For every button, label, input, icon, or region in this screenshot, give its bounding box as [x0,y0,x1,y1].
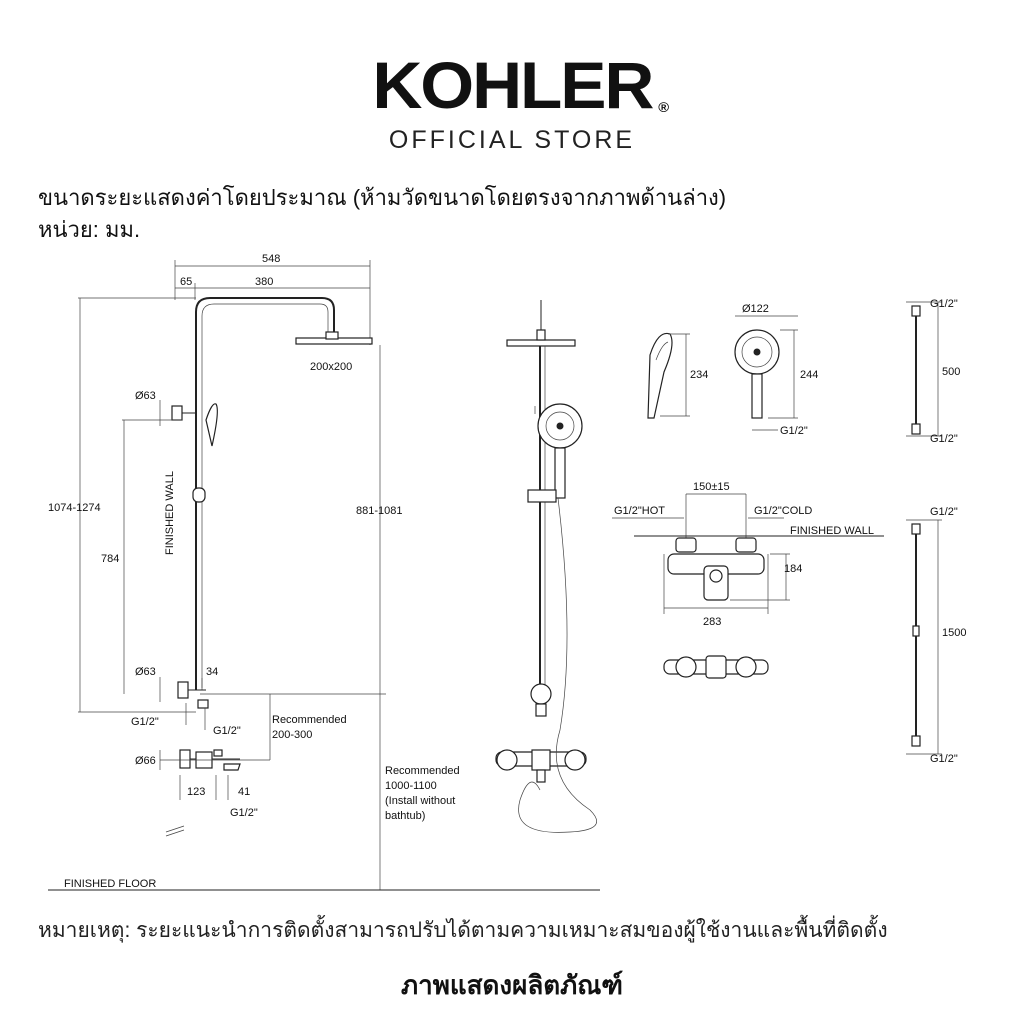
hand-shower-detail: 234 Ø122 244 G1/2" [647,303,818,437]
approx-dimensions-note: ขนาดระยะแสดงค่าโดยประมาณ (ห้ามวัดขนาดโดย… [38,185,727,210]
mixer-detail: 150±15 G1/2"HOT G1/2"COLD FINISHED WALL … [612,481,884,679]
g12-side-a: G1/2" [131,716,159,728]
rec-floor-label: Recommended [385,765,460,777]
side-view: 548 65 380 200x200 Ø63 1074-1274 784 FIN… [48,253,600,891]
dim-phi66: Ø66 [135,755,156,767]
front-view [495,300,597,833]
product-caption: ภาพแสดงผลิตภัณฑ์ [401,970,623,1000]
hose-long-g12-bottom: G1/2" [930,753,958,765]
dim-881: 881-1081 [356,505,403,517]
hand-dim-244: 244 [800,369,818,381]
installation-footnote: หมายเหตุ: ระยะแนะนำการติดตั้งสามารถปรับไ… [38,919,888,942]
recommended-label: Recommended [272,714,347,726]
hose-long-length: 1500 [942,627,966,639]
mixer-dim-283: 283 [703,616,721,628]
dim-phi63-top: Ø63 [135,390,156,402]
hose-short-g12-bottom: G1/2" [930,433,958,445]
dim-41: 41 [238,786,250,798]
dim-380: 380 [255,276,273,288]
dim-34: 34 [206,666,218,678]
hand-phi122: Ø122 [742,303,769,315]
hose-1500: G1/2" 1500 G1/2" [906,506,966,765]
rec-floor-note1: (Install without [385,795,455,807]
hand-dim-234: 234 [690,369,708,381]
rec-floor-range: 1000-1100 [385,780,437,792]
head-size: 200x200 [310,361,352,373]
hand-g12: G1/2" [780,425,808,437]
hose-short-length: 500 [942,366,960,378]
dim-phi63-bottom: Ø63 [135,666,156,678]
g12-side-b: G1/2" [213,725,241,737]
height-1074: 1074-1274 [48,502,101,514]
dim-65: 65 [180,276,192,288]
mixer-dim-150: 150±15 [693,481,730,493]
recommended-range: 200-300 [272,729,312,741]
brand-header: KOHLER® OFFICIAL STORE [0,52,1024,155]
technical-drawing: 548 65 380 200x200 Ø63 1074-1274 784 FIN… [48,253,966,891]
wall-label-vertical: FINISHED WALL [164,471,176,555]
hose-500: G1/2" 500 G1/2" [906,298,960,445]
dim-548: 548 [262,253,280,265]
g12-side-c: G1/2" [230,807,258,819]
mixer-hot-label: G1/2"HOT [614,505,665,517]
mixer-cold-label: G1/2"COLD [754,505,812,517]
kohler-logo: KOHLER® [371,48,669,122]
hose-short-g12-top: G1/2" [930,298,958,310]
mixer-wall-label: FINISHED WALL [790,525,874,537]
dim-123: 123 [187,786,205,798]
store-label: OFFICIAL STORE [388,126,636,154]
floor-label: FINISHED FLOOR [64,878,156,890]
dim-784: 784 [101,553,119,565]
units-label: หน่วย: มม. [38,217,141,242]
mixer-dim-184: 184 [784,563,802,575]
registered-mark: ® [657,99,669,115]
hose-long-g12-top: G1/2" [930,506,958,518]
rec-floor-note2: bathtub) [385,810,425,822]
